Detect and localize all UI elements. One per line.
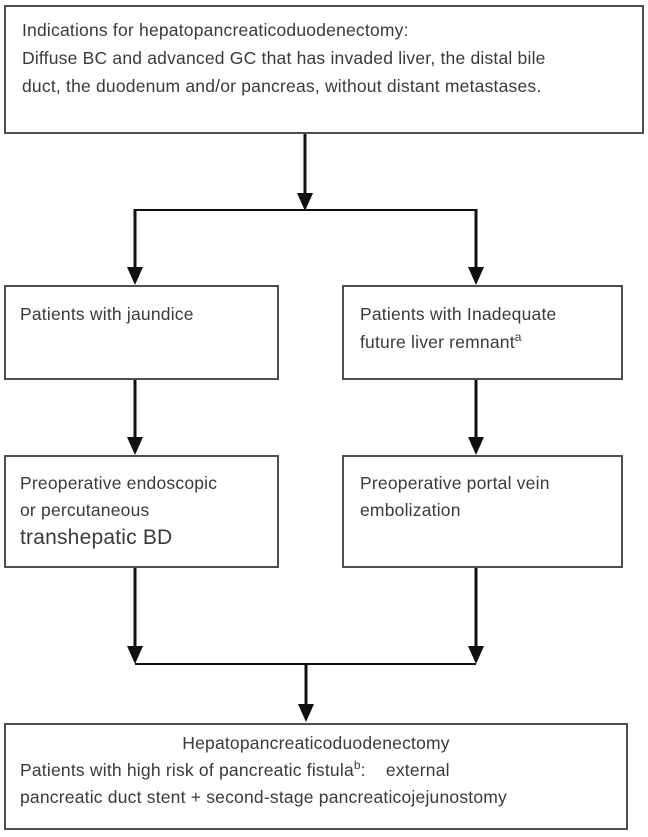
bd-line-2: or percutaneous — [20, 500, 150, 520]
arrowhead-top — [297, 193, 313, 211]
node-indications: Indications for hepatopancreaticoduodene… — [4, 5, 644, 134]
node-preoperative-biliary-drainage: Preoperative endoscopic or percutaneous … — [4, 455, 279, 568]
arrowhead-right1 — [468, 267, 484, 285]
arrowhead-right2 — [468, 437, 484, 455]
final-line-2-pre: Patients with high risk of pancreatic fi… — [20, 760, 354, 780]
node-inadequate-future-liver-remnant: Patients with Inadequate future liver re… — [342, 285, 623, 380]
node-hepatopancreaticoduodenectomy: Hepatopancreaticoduodenectomy Patients w… — [4, 723, 628, 830]
indications-line-3: duct, the duodenum and/or pancreas, with… — [22, 76, 542, 96]
arrowhead-left2 — [127, 437, 143, 455]
final-line-3: pancreatic duct stent + second-stage pan… — [20, 787, 508, 807]
arrowhead-right3 — [468, 646, 484, 664]
final-line-2: Patients with high risk of pancreatic fi… — [20, 757, 612, 784]
arrowhead-left3 — [127, 646, 143, 664]
arrowhead-final — [298, 704, 314, 722]
pve-line-1: Preoperative portal vein — [360, 473, 550, 493]
footnote-marker-b: b — [353, 758, 361, 772]
jaundice-label: Patients with jaundice — [20, 304, 194, 324]
flr-line-2: future liver remnanta — [360, 328, 605, 356]
node-portal-vein-embolization: Preoperative portal vein embolization — [342, 455, 623, 568]
bd-line-1: Preoperative endoscopic — [20, 473, 218, 493]
arrowhead-left1 — [127, 267, 143, 285]
pve-line-2: embolization — [360, 500, 461, 520]
final-title: Hepatopancreaticoduodenectomy — [182, 733, 450, 753]
footnote-marker-a: a — [514, 330, 522, 344]
flr-line-2-text: future liver remnant — [360, 332, 515, 352]
final-line-2-post: : external — [360, 760, 450, 780]
flr-line-1: Patients with Inadequate — [360, 304, 557, 324]
indications-line-2: Diffuse BC and advanced GC that has inva… — [22, 48, 546, 68]
node-patients-with-jaundice: Patients with jaundice — [4, 285, 279, 380]
indications-line-1: Indications for hepatopancreaticoduodene… — [22, 20, 409, 40]
bd-line-3: transhepatic BD — [20, 526, 173, 549]
